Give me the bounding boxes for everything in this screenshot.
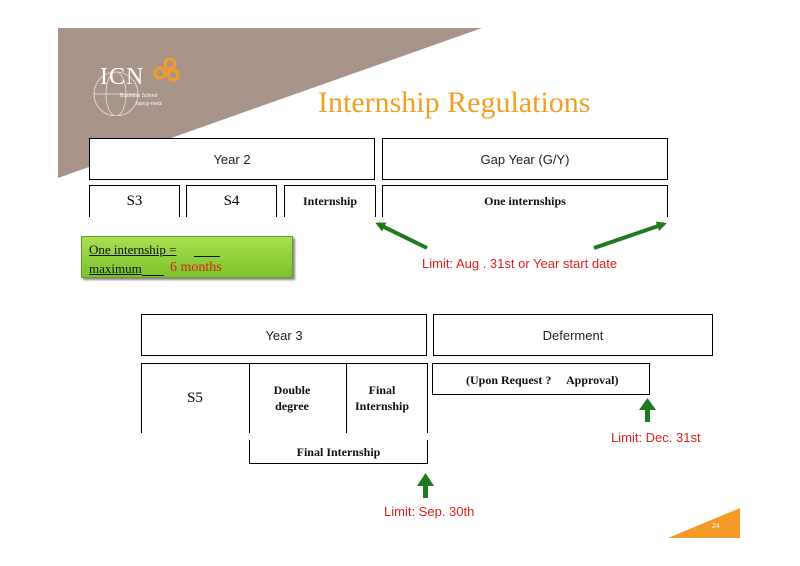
s3-right (179, 185, 180, 217)
one-internships-top (382, 185, 668, 186)
year3-header (141, 314, 427, 356)
year3-row-top (141, 363, 428, 364)
corner-triangle (668, 508, 740, 538)
final-internship-cell-label: Final Internship (354, 383, 410, 413)
s5-right (249, 363, 250, 433)
s5-left (141, 363, 142, 433)
final-cell-right (427, 363, 428, 433)
s4-left (186, 185, 187, 217)
note-line-2: maximum (89, 261, 142, 276)
note-line-1: One internship = (89, 242, 177, 257)
logo-subtitle-2: nancy-metz (136, 101, 162, 107)
one-internships-right (667, 185, 668, 217)
double-degree-label: Double degree (273, 383, 311, 413)
upon-request-box (432, 363, 650, 395)
logo-subtitle: Business School (120, 93, 157, 99)
note-months: 6 months (170, 260, 222, 275)
rings-logo-icon (153, 57, 180, 82)
limit-aug-label: Limit: Aug . 31st or Year start date (422, 256, 618, 271)
limit-dec-label: Limit: Dec. 31st (611, 430, 701, 445)
s4-top (186, 185, 277, 186)
final-internship-bar-label: Final Internship (296, 445, 381, 459)
note-underline-2 (142, 275, 164, 276)
upon-request-label: (Upon Request ? (466, 373, 552, 387)
one-internships-left (382, 185, 383, 217)
bracket-bottom (249, 463, 428, 464)
year2-label: Year 2 (213, 151, 251, 167)
s4-right (276, 185, 277, 217)
s3-label: S3 (126, 192, 143, 209)
page-title: Internship Regulations (318, 86, 591, 119)
internship-top (284, 185, 376, 186)
year2-header (89, 138, 375, 180)
internship-right (375, 185, 376, 217)
bracket-left (249, 440, 250, 463)
arrow-up-sep-icon (417, 473, 434, 498)
note-underline (194, 256, 220, 257)
s3-left (89, 185, 90, 217)
one-internships-label: One internships (484, 194, 566, 208)
logo-text: ICN (100, 64, 145, 90)
final-cell-left (346, 363, 347, 433)
bracket-right (427, 440, 428, 463)
logo: ICN Business School nancy-metz (86, 57, 186, 120)
s3-top (89, 185, 180, 186)
internship-duration-note: One internship = maximum 6 months (81, 236, 293, 278)
deferment-header (433, 314, 713, 356)
internship-label: Internship (302, 194, 358, 208)
s5-label: S5 (187, 389, 203, 406)
limit-sep-label: Limit: Sep. 30th (384, 504, 475, 519)
approval-label: Approval) (566, 373, 619, 387)
gap-year-label: Gap Year (G/Y) (480, 151, 570, 167)
gap-year-header (382, 138, 668, 180)
globe-logo-icon (93, 71, 139, 116)
deferment-label: Deferment (542, 327, 604, 343)
year3-label: Year 3 (265, 327, 303, 343)
internship-left (284, 185, 285, 217)
arrow-to-gap-year-icon (593, 221, 667, 250)
s4-label: S4 (223, 192, 240, 209)
arrow-up-dec-icon (639, 398, 656, 422)
arrow-to-internship-icon (375, 222, 428, 250)
page-number: 24 (712, 523, 720, 530)
